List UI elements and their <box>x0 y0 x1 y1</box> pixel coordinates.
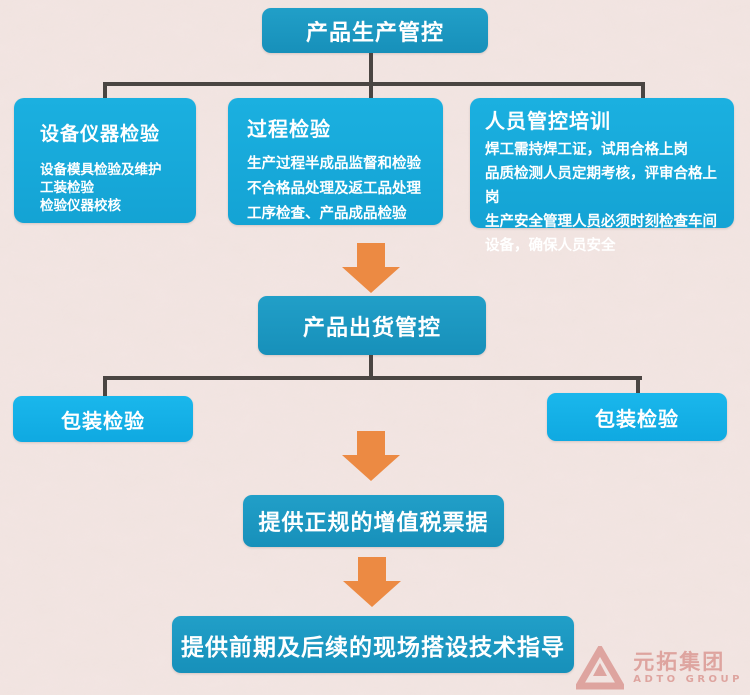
branch-personnel-training: 人员管控培训 焊工需持焊工证，试用合格上岗 品质检测人员定期考核，评审合格上岗 … <box>470 98 734 254</box>
node-shipment-control: 产品出货管控 <box>258 296 486 355</box>
branch-equipment-title: 设备仪器检验 <box>40 123 161 145</box>
branch-equipment-inspection: 设备仪器检验 设备模具检验及维护 工装检验 检验仪器校核 <box>14 98 196 223</box>
branch-equipment-line: 检验仪器校核 <box>40 198 121 214</box>
connector-root-stem <box>369 53 373 98</box>
connector-branch-right-drop <box>641 82 645 98</box>
connector-packaging-right-drop <box>636 376 640 393</box>
branch-process-title: 过程检验 <box>247 117 331 141</box>
branch-personnel-line: 焊工需持焊工证，试用合格上岗 <box>485 142 688 158</box>
adto-logo-subtitle: ADTO GROUP <box>633 673 743 685</box>
node-packaging-inspection-left: 包装检验 <box>13 396 193 442</box>
branch-equipment-line: 设备模具检验及维护 <box>40 162 162 178</box>
branch-process-inspection: 过程检验 生产过程半成品监督和检验 不合格品处理及返工品处理 工序检查、产品成品… <box>228 98 443 225</box>
arrow-down-icon <box>343 557 401 607</box>
arrow-down-icon <box>342 243 400 293</box>
node-shipment-control-label: 产品出货管控 <box>302 315 441 341</box>
connector-packaging-left-drop <box>103 376 107 396</box>
adto-logo: 元拓集团 ADTO GROUP <box>576 646 743 690</box>
node-packaging-inspection-right: 包装检验 <box>547 393 727 441</box>
branch-process-line: 工序检查、产品成品检验 <box>247 206 407 222</box>
node-packaging-left-label: 包装检验 <box>61 408 145 433</box>
branch-equipment-line: 工装检验 <box>40 180 94 196</box>
adto-logo-mark-icon <box>576 646 625 690</box>
node-vat-invoice-label: 提供正规的增值税票据 <box>258 511 489 536</box>
adto-logo-name: 元拓集团 <box>633 649 726 674</box>
connector-packaging-horizontal <box>103 376 642 380</box>
connector-branches-horizontal <box>103 82 645 86</box>
connector-branch-left-drop <box>103 82 107 98</box>
branch-personnel-line: 品质检测人员定期考核，评审合格上岗 <box>485 166 717 206</box>
node-site-guidance: 提供前期及后续的现场搭设技术指导 <box>172 616 574 673</box>
node-vat-invoice: 提供正规的增值税票据 <box>243 495 504 547</box>
node-site-guidance-label: 提供前期及后续的现场搭设技术指导 <box>181 634 565 661</box>
node-production-control-label: 产品生产管控 <box>305 20 444 46</box>
connector-shipment-stem <box>369 355 373 380</box>
branch-personnel-title: 人员管控培训 <box>485 109 611 133</box>
node-production-control: 产品生产管控 <box>262 8 488 53</box>
arrow-down-icon <box>342 431 400 481</box>
branch-process-line: 生产过程半成品监督和检验 <box>247 156 421 172</box>
adto-logo-text: 元拓集团 ADTO GROUP <box>633 651 743 686</box>
branch-process-line: 不合格品处理及返工品处理 <box>247 181 421 197</box>
branch-personnel-line: 生产安全管理人员必须时刻检查车间设备，确保人员安全 <box>485 214 717 254</box>
node-packaging-right-label: 包装检验 <box>595 406 679 431</box>
